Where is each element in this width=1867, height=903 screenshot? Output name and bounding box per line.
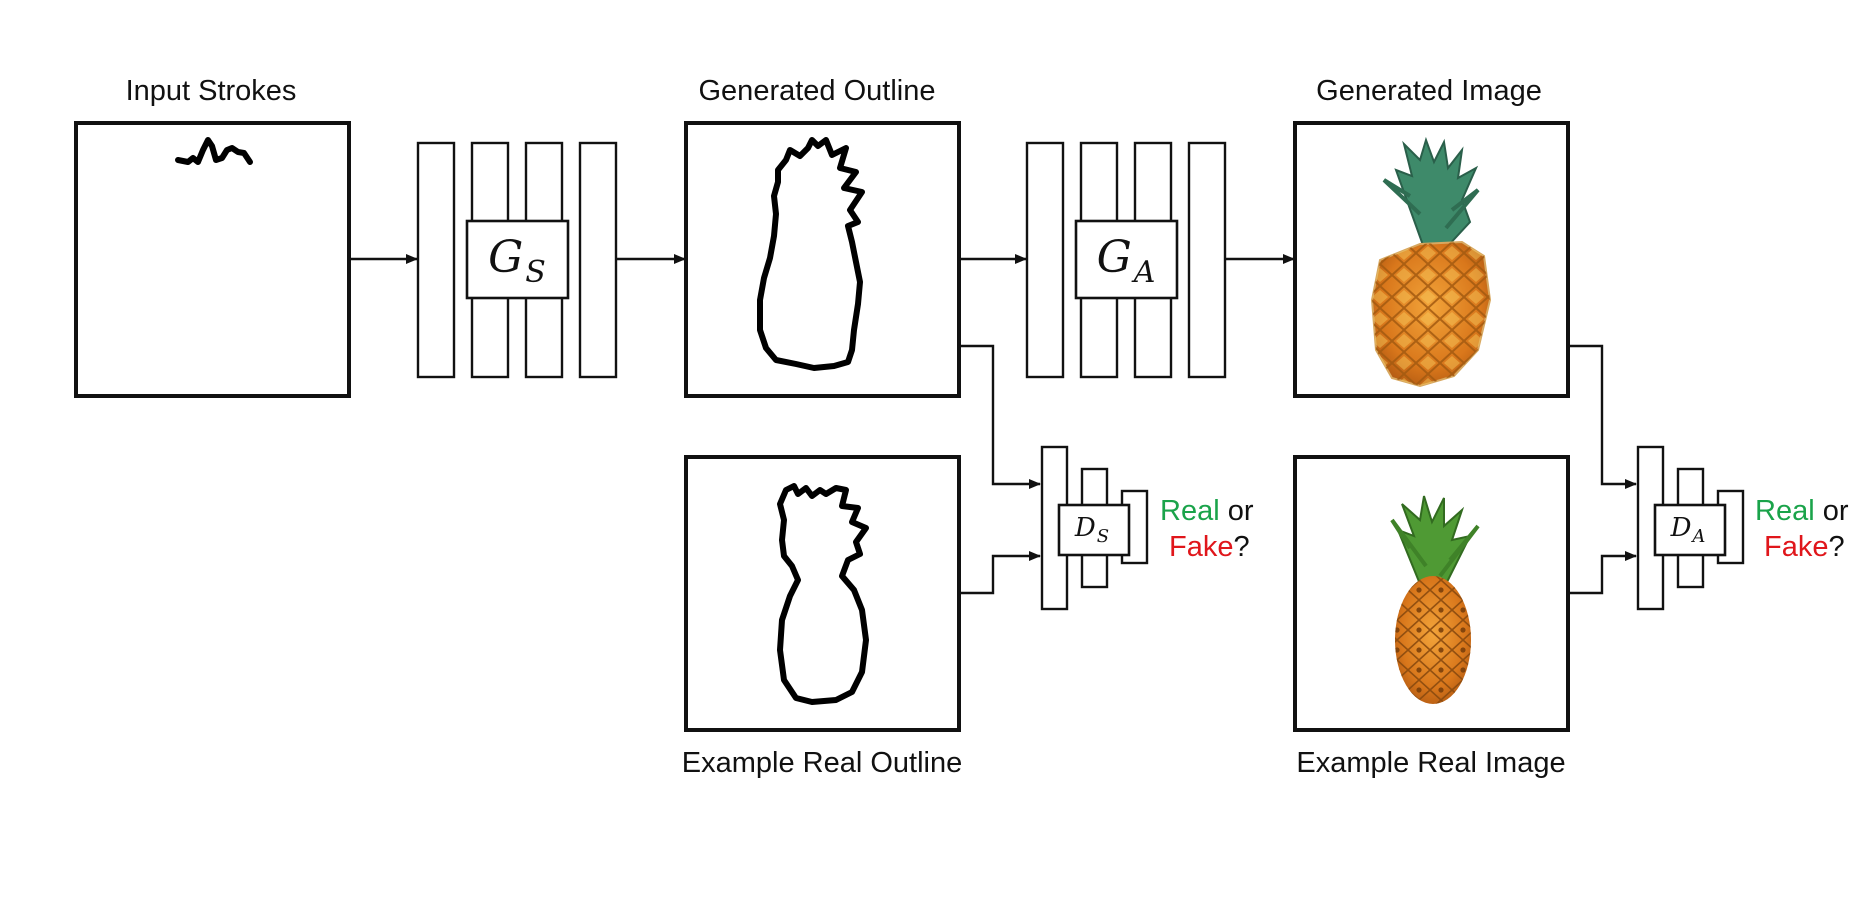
da-label: DA (1670, 513, 1706, 547)
example-real-pineapple-image (1390, 495, 1480, 704)
generated-outline-panel[interactable] (684, 121, 961, 398)
ds-or-text: or (1228, 495, 1254, 527)
example-real-outline-panel[interactable] (684, 455, 961, 732)
ga-label: GA (1097, 232, 1156, 290)
ds-verdict-line-2: Fake? (1169, 531, 1250, 563)
wire-generated-outline-to-ds (959, 344, 1041, 489)
da-or-text: or (1823, 495, 1849, 527)
generated-pineapple-image (1370, 136, 1492, 388)
ds-label-box (1057, 503, 1131, 557)
ds-real-text: Real (1160, 495, 1220, 527)
ga-label-box (1074, 219, 1179, 300)
da-verdict-line-2: Fake? (1764, 531, 1845, 563)
appearance-generator[interactable]: GA (1025, 141, 1227, 379)
generated-outline-label: Generated Outline (699, 75, 936, 107)
ga-layer-1 (1025, 141, 1065, 379)
example-real-outline-label: Example Real Outline (682, 747, 962, 779)
sketch-generator[interactable]: GS (416, 141, 618, 379)
wire-generated-image-to-da (1568, 344, 1637, 489)
da-label-box (1653, 503, 1727, 557)
da-verdict-line-1: Real or (1755, 495, 1849, 527)
ds-label: DS (1074, 513, 1109, 547)
input-stroke-squiggle (175, 137, 253, 165)
input-strokes-panel[interactable] (74, 121, 351, 398)
input-strokes-label: Input Strokes (126, 75, 297, 107)
ga-layer-4 (1187, 141, 1227, 379)
example-real-outline-sketch (777, 483, 869, 705)
gs-label: GS (488, 232, 546, 290)
ds-question-mark: ? (1233, 531, 1249, 563)
gs-layer-1 (416, 141, 456, 379)
ds-fake-text: Fake (1169, 531, 1233, 563)
example-real-image-label: Example Real Image (1296, 747, 1565, 779)
generated-image-label: Generated Image (1316, 75, 1542, 107)
sketch-discriminator[interactable]: DS (1040, 445, 1149, 611)
generated-outline-sketch (757, 137, 865, 371)
da-fake-text: Fake (1764, 531, 1828, 563)
appearance-discriminator[interactable]: DA (1636, 445, 1745, 611)
gs-label-box (465, 219, 570, 300)
gs-layer-4 (578, 141, 618, 379)
ds-verdict-line-1: Real or (1160, 495, 1254, 527)
wire-real-image-to-da (1568, 551, 1637, 595)
wire-real-outline-to-ds (959, 551, 1041, 595)
da-question-mark: ? (1828, 531, 1844, 563)
da-real-text: Real (1755, 495, 1815, 527)
